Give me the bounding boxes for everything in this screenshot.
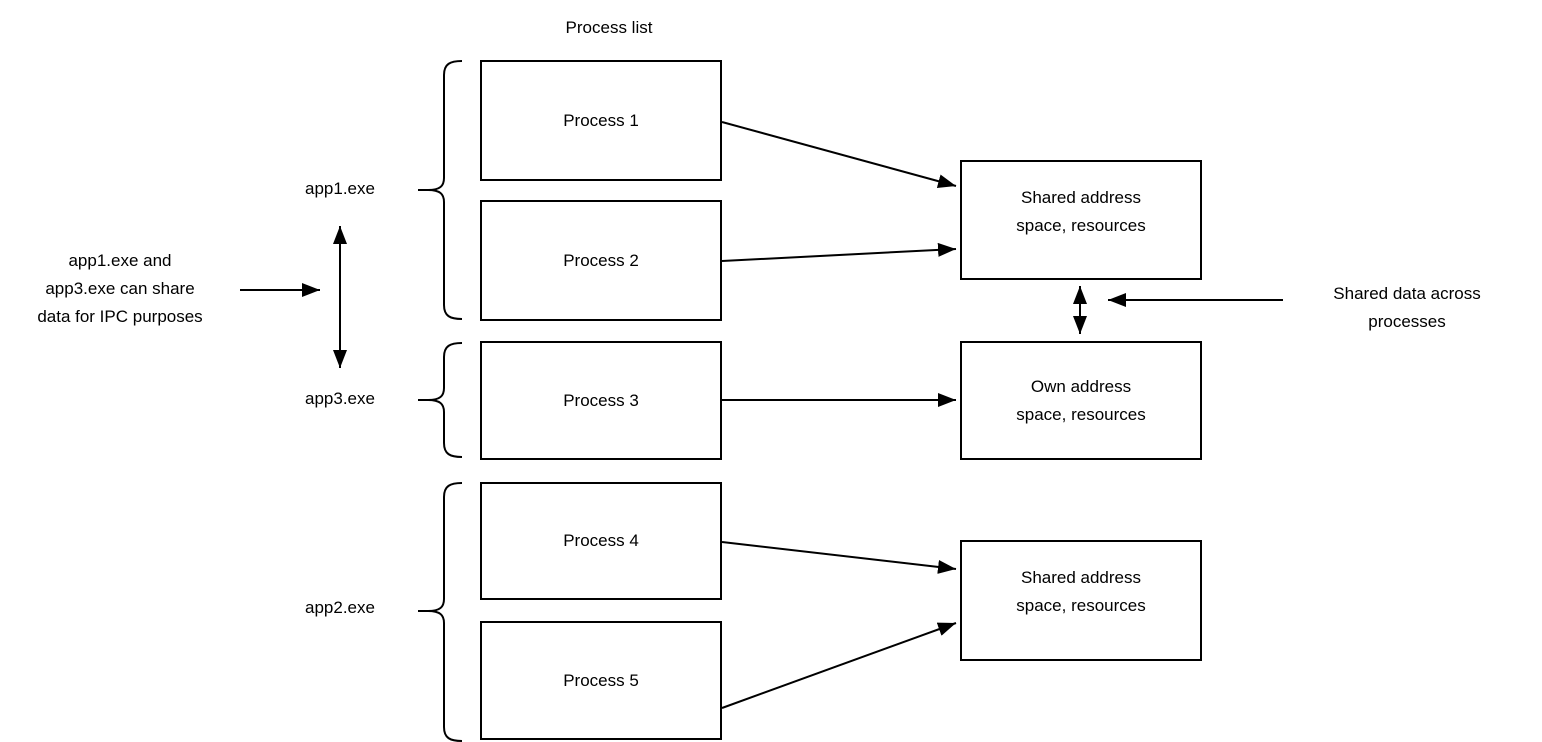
process-5-label: Process 5 [563, 670, 639, 690]
shared-address-box-1-line-1: Shared address [1020, 188, 1142, 207]
process-3-label: Process 3 [563, 390, 639, 410]
arrow-process1-to-shared1 [721, 121, 957, 189]
diagram-title: Process list [565, 18, 653, 37]
shared-address-box-1: Shared address space, resources [960, 160, 1202, 280]
group-label-app3: app3.exe [305, 389, 375, 408]
process-1-label: Process 1 [563, 110, 639, 130]
shared-address-box-2-line-2: space, resources [1016, 596, 1146, 615]
ipc-note-line-3: data for IPC purposes [37, 307, 203, 326]
own-address-box: Own address space, resources [960, 341, 1202, 460]
ipc-note-line-1: app1.exe and [68, 251, 172, 270]
process-5-box: Process 5 [480, 621, 722, 740]
arrow-process2-to-shared1 [721, 242, 957, 262]
shared-address-box-2: Shared address space, resources [960, 540, 1202, 661]
brace-app2 [418, 482, 463, 742]
own-address-box-line-2: space, resources [1016, 404, 1146, 424]
shared-data-note-line-2: processes [1368, 312, 1446, 331]
process-4-label: Process 4 [563, 531, 639, 550]
arrow-process5-to-shared2 [721, 622, 957, 709]
ipc-note: app1.exe and app3.exe can share data for… [3, 247, 237, 331]
group-label-app1: app1.exe [305, 179, 375, 198]
process-1-box: Process 1 [480, 60, 722, 181]
shared-data-note-line-1: Shared data across [1333, 284, 1481, 303]
brace-app1 [418, 60, 463, 320]
brace-app3 [418, 342, 463, 458]
process-3-box: Process 3 [480, 341, 722, 460]
own-address-box-line-1: Own address [1030, 376, 1132, 396]
shared-data-note: Shared data across processes [1290, 280, 1524, 336]
ipc-note-line-2: app3.exe can share [45, 279, 195, 298]
group-label-app2: app2.exe [305, 598, 375, 617]
shared-address-box-1-line-2: space, resources [1016, 216, 1146, 235]
arrow-process4-to-shared2 [721, 541, 957, 574]
shared-address-box-2-line-1: Shared address [1020, 568, 1142, 587]
process-2-label: Process 2 [563, 250, 639, 270]
process-4-box: Process 4 [480, 482, 722, 600]
process-2-box: Process 2 [480, 200, 722, 321]
